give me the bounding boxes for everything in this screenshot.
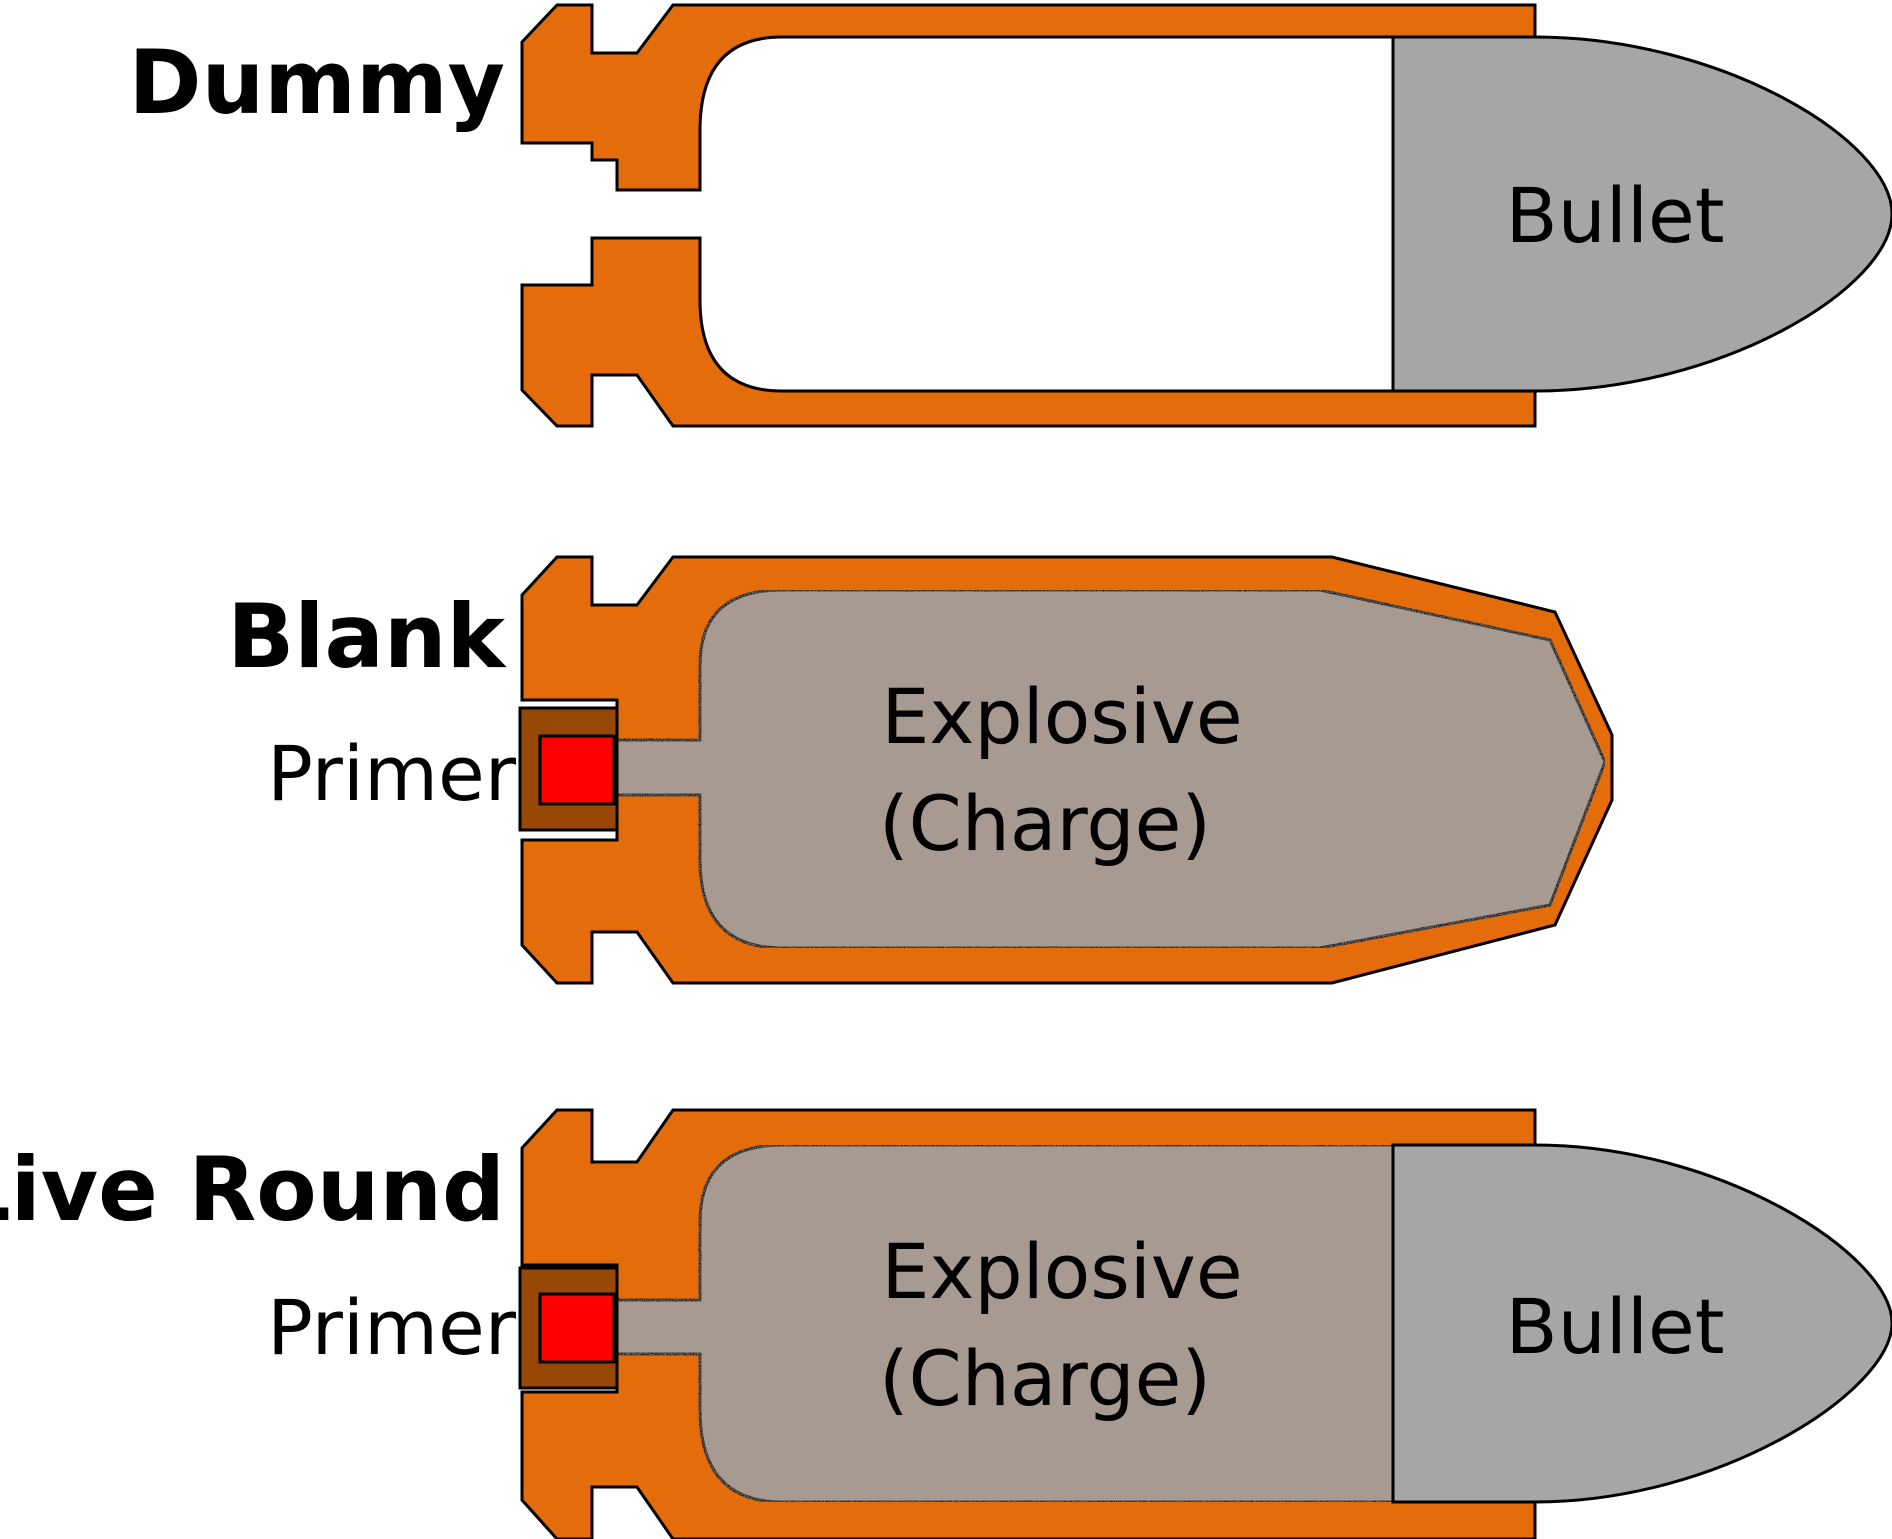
blank-primer-core (538, 734, 616, 806)
live-charge-label-line1: Explosive (881, 1227, 1242, 1316)
dummy-round: Dummy Bullet (129, 3, 1892, 428)
live-charge (615, 1143, 1395, 1504)
dummy-title: Dummy (129, 31, 505, 134)
live-charge-label-line2: (Charge) (879, 1334, 1211, 1423)
live-bullet-label: Bullet (1505, 1282, 1724, 1371)
live-primer-core (538, 1292, 616, 1364)
blank-primer-label: Primer (267, 729, 517, 818)
live-title: Live Round (0, 1138, 505, 1241)
dummy-bullet-label: Bullet (1505, 171, 1724, 260)
blank-title: Blank (227, 585, 507, 688)
blank-charge-label-line2: (Charge) (879, 779, 1211, 868)
blank-charge-label-line1: Explosive (881, 672, 1242, 761)
dummy-casing-lower (520, 236, 1537, 428)
blank-round: Blank Primer Explosive (Charge) (227, 555, 1614, 985)
dummy-casing-upper (520, 3, 1537, 192)
live-round: Live Round Primer Explosive (Charge) Bul… (0, 1108, 1892, 1539)
blank-charge (615, 588, 1607, 950)
live-primer-label: Primer (267, 1283, 517, 1372)
